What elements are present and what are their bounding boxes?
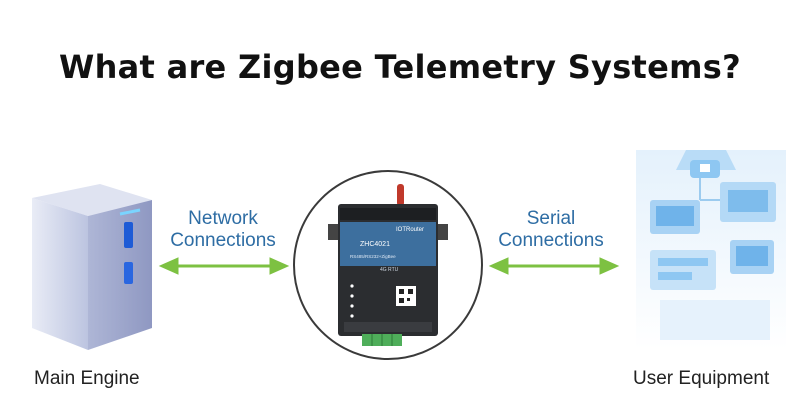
serial-arrow xyxy=(488,257,620,275)
network-label-line1: Network xyxy=(188,208,258,229)
page-title: What are Zigbee Telemetry Systems? xyxy=(58,48,742,86)
network-connections-label: Network Connections xyxy=(160,208,286,252)
device-subtitle: RS485/RS232+ZigBee xyxy=(350,254,396,259)
user-equipment-caption: User Equipment xyxy=(633,368,770,389)
serial-connections-label: Serial Connections xyxy=(488,208,614,252)
main-engine-caption: Main Engine xyxy=(34,368,140,389)
server-icon xyxy=(32,184,152,350)
network-label-line2: Connections xyxy=(170,230,276,251)
device-model: ZHC4021 xyxy=(360,241,390,248)
serial-label-line2: Connections xyxy=(498,230,604,251)
serial-label-line1: Serial xyxy=(526,208,576,229)
device-brand: IOTRouter xyxy=(396,227,424,233)
network-arrow xyxy=(158,257,290,275)
user-equipment-icon xyxy=(636,150,786,350)
device-band: 4G RTU xyxy=(380,267,399,273)
zigbee-rtu-device: IOTRouter ZHC4021 RS485/RS232+ZigBee 4G … xyxy=(293,170,483,360)
